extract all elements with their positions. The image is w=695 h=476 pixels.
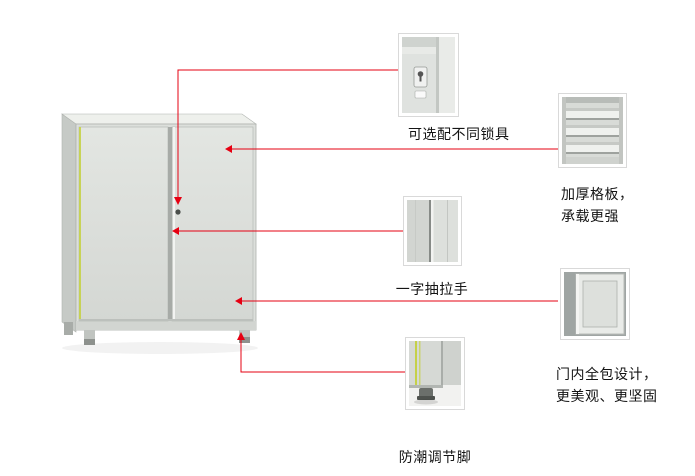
callout-label-feet: 防潮调节脚 <box>365 446 505 468</box>
callout-label-handle: 一字抽拉手 <box>362 278 502 300</box>
feet-detail-graphic <box>409 341 461 406</box>
lock-detail-graphic <box>402 37 455 113</box>
cabinet-left-face <box>61 113 77 333</box>
callout-label-door-line2: 更美观、更坚固 <box>556 388 658 404</box>
detail-image-door-inner <box>560 268 630 340</box>
callout-label-shelf-line2: 承载更强 <box>561 208 619 224</box>
feet-green-strip <box>415 341 417 387</box>
callout-label-lock-text: 可选配不同锁具 <box>408 126 510 142</box>
cabinet-door-gap <box>168 127 172 321</box>
handle-groove <box>429 200 431 262</box>
callout-label-shelf: 加厚格板， 承载更强 <box>561 183 634 227</box>
handle-detail-graphic <box>407 200 458 262</box>
cabinet-base-strip <box>76 321 256 330</box>
callout-label-feet-text: 防潮调节脚 <box>398 449 472 465</box>
detail-image-handle <box>403 196 462 266</box>
callout-label-handle-text: 一字抽拉手 <box>395 281 469 297</box>
adjustable-foot <box>419 388 433 398</box>
cabinet-foot-front-left <box>84 330 95 340</box>
cabinet-top-face <box>61 113 257 125</box>
callout-label-door: 门内全包设计， 更美观、更坚固 <box>556 363 658 407</box>
keyhole-icon <box>417 71 424 77</box>
cabinet-keyhole <box>175 209 181 215</box>
detail-image-lock <box>398 33 459 117</box>
cabinet-foot-front-right <box>239 330 250 338</box>
door-inner-detail-graphic <box>564 272 626 336</box>
cabinet-foot-front-left-base <box>84 339 95 345</box>
cabinet-shadow <box>62 342 258 354</box>
cabinet-foot-back-left <box>64 322 73 335</box>
cabinet-left-door <box>78 126 169 322</box>
callout-label-door-line1: 门内全包设计， <box>556 366 658 382</box>
cabinet-foot-front-right-base <box>239 337 250 343</box>
callout-label-lock: 可选配不同锁具 <box>408 123 510 145</box>
cabinet-green-strip <box>79 127 81 321</box>
cabinet-pull-handle <box>173 127 175 321</box>
detail-image-shelf <box>558 93 627 168</box>
cabinet-door-bottom-edge <box>79 319 253 321</box>
cabinet-right-door <box>171 126 254 322</box>
cabinet-illustration <box>61 113 258 354</box>
callout-label-shelf-line1: 加厚格板， <box>561 186 634 202</box>
detail-image-feet <box>405 337 465 410</box>
shelf-detail-graphic <box>562 97 623 164</box>
